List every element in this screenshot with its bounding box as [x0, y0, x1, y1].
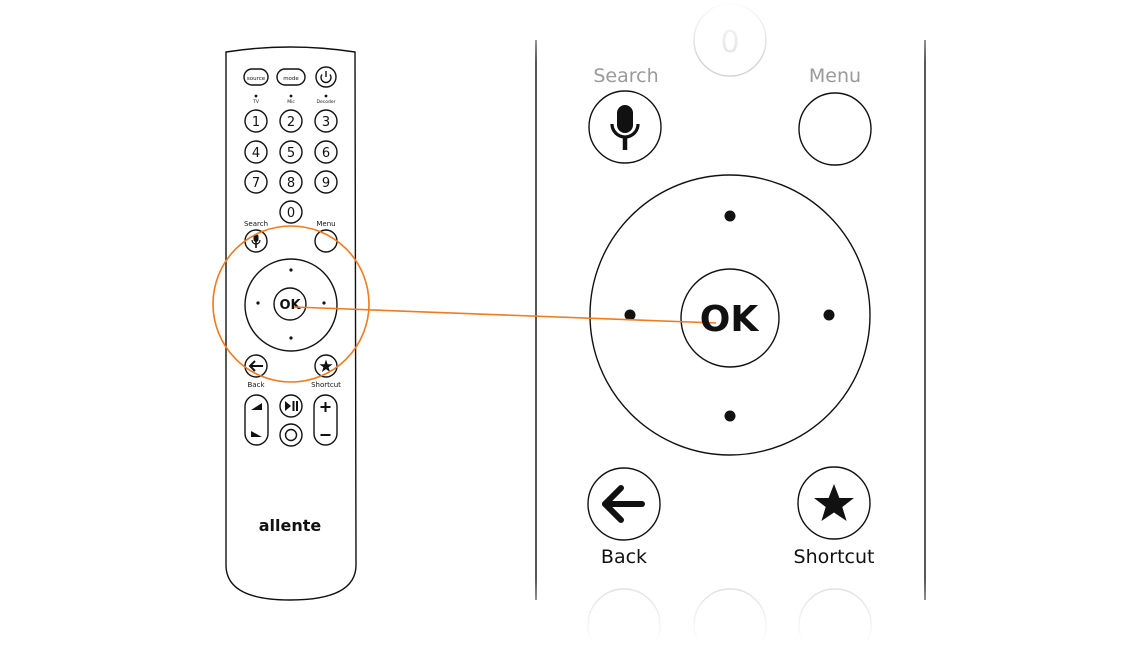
svg-text:4: 4 [252, 146, 260, 161]
connector-line [293, 306, 717, 324]
star-icon [814, 484, 854, 521]
svg-text:TV: TV [252, 99, 260, 105]
svg-text:1: 1 [252, 115, 260, 130]
dpad-left-dot [256, 301, 260, 305]
zoom-shortcut-label: Shortcut [794, 546, 875, 568]
digit-button-2[interactable]: 2 [279, 109, 303, 133]
volume-down-icon [251, 431, 262, 437]
dpad-down-dot [289, 336, 293, 340]
back-arrow-icon [248, 360, 263, 372]
zoom-fade-top [530, 0, 932, 62]
dpad-large-up-dot [724, 210, 736, 222]
volume-up-icon [251, 403, 262, 410]
ok-button-large[interactable] [680, 268, 780, 368]
svg-text:mode: mode [283, 76, 299, 82]
zoom-search-label: Search [593, 65, 658, 87]
microphone-icon [610, 105, 640, 150]
highlight-callout [212, 225, 717, 383]
indicator-tv: TV [252, 94, 260, 105]
star-icon [319, 359, 333, 372]
channel-rocker[interactable] [313, 394, 338, 446]
zoom-shortcut-button[interactable] [797, 466, 871, 540]
indicator-decoder: Decoder [317, 94, 336, 105]
channel-up-icon [320, 402, 331, 412]
shortcut-button[interactable] [314, 354, 338, 378]
zoom-fade-bottom [530, 578, 932, 645]
remote-small: source mode TV Mic Decoder 1 2 [225, 46, 357, 601]
digit-button-7[interactable]: 7 [244, 170, 268, 194]
digit-button-9[interactable]: 9 [314, 170, 338, 194]
brand-logo: allente [259, 516, 322, 535]
svg-text:5: 5 [287, 146, 295, 161]
zoom-ok-label: OK [700, 299, 760, 340]
digit-button-5[interactable]: 5 [279, 140, 303, 164]
power-button[interactable] [315, 66, 337, 88]
play-pause-icon [285, 401, 298, 411]
highlight-circle [212, 225, 370, 383]
digit-button-0[interactable]: 0 [279, 200, 303, 224]
power-icon [320, 71, 332, 84]
remote-body-outline [225, 46, 357, 601]
zoom-menu-label: Menu [809, 65, 861, 87]
menu-label: Menu [316, 220, 335, 228]
digit-button-1[interactable]: 1 [244, 109, 268, 133]
svg-text:OK: OK [279, 298, 301, 313]
svg-text:9: 9 [322, 176, 330, 191]
record-button[interactable] [279, 423, 303, 447]
microphone-icon [251, 234, 261, 248]
search-mic-button[interactable] [244, 229, 268, 253]
svg-text:6: 6 [322, 146, 330, 161]
menu-button[interactable] [314, 229, 338, 253]
dpad-large-down-dot [724, 410, 736, 422]
mode-button[interactable]: mode [276, 68, 306, 86]
svg-text:8: 8 [287, 176, 295, 191]
zoom-search-mic-button[interactable] [588, 90, 662, 164]
ok-button-small[interactable]: OK [273, 287, 307, 321]
record-icon [284, 428, 298, 442]
dpad-large-right-dot [823, 309, 835, 321]
svg-text:Decoder: Decoder [317, 99, 336, 105]
svg-text:0: 0 [287, 206, 295, 221]
digit-button-3[interactable]: 3 [314, 109, 338, 133]
indicator-mic: Mic [287, 94, 295, 105]
dpad-large-left-dot [624, 309, 636, 321]
svg-text:7: 7 [252, 176, 260, 191]
back-label: Back [248, 381, 266, 389]
svg-text:3: 3 [322, 115, 330, 130]
play-pause-button[interactable] [279, 394, 303, 418]
zoom-back-label: Back [601, 546, 647, 568]
dpad-right-dot [322, 301, 326, 305]
zoom-back-button[interactable] [587, 467, 661, 541]
shortcut-label: Shortcut [311, 381, 341, 389]
source-button[interactable]: source [243, 68, 269, 86]
volume-rocker[interactable] [244, 394, 269, 446]
digit-button-8[interactable]: 8 [279, 170, 303, 194]
zoom-menu-button[interactable] [798, 92, 872, 166]
dpad-up-dot [289, 268, 293, 272]
dpad-large[interactable] [589, 174, 871, 456]
search-label: Search [244, 220, 268, 228]
svg-text:Mic: Mic [287, 99, 295, 105]
back-arrow-icon [602, 485, 645, 523]
svg-text:2: 2 [287, 115, 295, 130]
dpad-small[interactable] [244, 258, 338, 352]
back-button[interactable] [244, 354, 268, 378]
digit-button-6[interactable]: 6 [314, 140, 338, 164]
digit-button-4[interactable]: 4 [244, 140, 268, 164]
svg-text:source: source [247, 76, 266, 82]
